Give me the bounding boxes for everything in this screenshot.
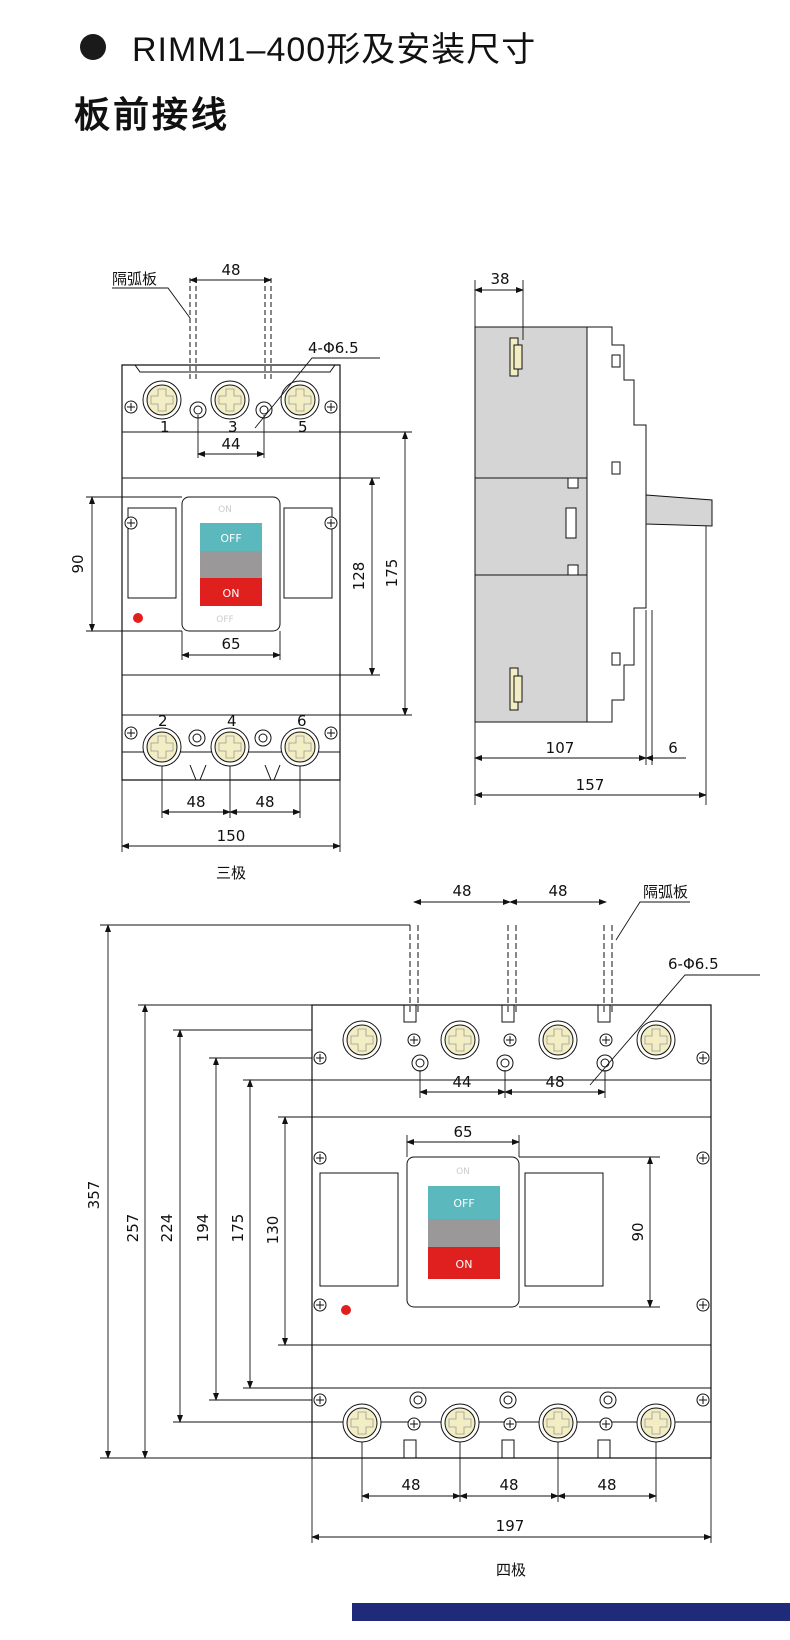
subtitle: 板前接线 [74, 95, 231, 136]
dim4-handle-height: 90 [629, 1222, 647, 1241]
dim4-h257: 257 [124, 1214, 142, 1243]
dim-handle-width: 65 [221, 635, 240, 653]
three-pole-view [121, 278, 341, 781]
dim4-h130: 130 [264, 1216, 282, 1245]
terminal-label-5: 5 [298, 418, 308, 436]
three-pole-dim-labels: 48 44 90 128 175 65 48 48 150 隔弧板 4-Φ6.5… [69, 261, 401, 882]
four-pole-caption: 四极 [496, 1561, 526, 1579]
handle-off-label: OFF [220, 532, 241, 545]
dim4-h357: 357 [85, 1181, 103, 1210]
dim-top-pitch: 48 [221, 261, 240, 279]
terminal-label-3: 3 [228, 418, 238, 436]
dim4-hole-pitch-1: 44 [452, 1073, 471, 1091]
hole-spec-label: 4-Φ6.5 [308, 339, 359, 357]
title: RIMM1–400形及安装尺寸 [80, 22, 536, 71]
dim4-hole-pitch-2: 48 [545, 1073, 564, 1091]
handle-small-on: ON [218, 505, 232, 515]
three-pole-terminal-labels: 1 3 5 2 4 6 [158, 418, 308, 730]
dim4-top-pitch-2: 48 [548, 882, 567, 900]
four-pole-dims [100, 899, 760, 1543]
title-text: RIMM1–400形及安装尺寸 [132, 31, 537, 69]
four-pole-view [311, 925, 712, 1459]
dim-body-depth: 107 [546, 739, 575, 757]
four-pole-dim-labels: 48 48 44 48 65 90 357 257 224 194 175 13… [85, 882, 719, 1579]
four-pole-handle: ON OFF ON [341, 1167, 500, 1315]
dim-top-depth: 38 [490, 270, 509, 288]
three-pole-handle: ON OFF ON OFF [133, 505, 262, 625]
dim4-h194: 194 [194, 1214, 212, 1243]
three-pole-caption: 三极 [216, 864, 246, 882]
accent-bar [352, 1603, 790, 1621]
dim4-top-pitch-1: 48 [452, 882, 471, 900]
dim-hole-pitch: 44 [221, 435, 240, 453]
side-view-dims [474, 280, 707, 805]
dim4-handle-width: 65 [453, 1123, 472, 1141]
side-view [474, 326, 713, 723]
dim-bottom-pitch-2: 48 [255, 793, 274, 811]
dim4-bottom-pitch-1: 48 [401, 1476, 420, 1494]
dim-total-depth: 157 [576, 776, 605, 794]
dim4-bottom-pitch-3: 48 [597, 1476, 616, 1494]
terminal-label-1: 1 [160, 418, 170, 436]
dim-bottom-pitch-1: 48 [186, 793, 205, 811]
dim4-h175: 175 [229, 1214, 247, 1243]
dim-outer-height: 175 [383, 559, 401, 588]
dim-handle-height: 90 [69, 554, 87, 573]
handle4-on-label: ON [456, 1258, 473, 1271]
dim-handle-depth: 6 [668, 739, 678, 757]
terminal-label-4: 4 [227, 712, 237, 730]
three-pole-dims [86, 277, 412, 852]
handle-small-off: OFF [216, 615, 233, 625]
dim4-bottom-pitch-2: 48 [499, 1476, 518, 1494]
bullet-icon [80, 33, 106, 60]
side-view-dim-labels: 38 107 6 157 [490, 270, 677, 794]
handle4-small-on: ON [456, 1167, 470, 1177]
arc-plate-label: 隔弧板 [112, 270, 157, 288]
dim-inner-height: 128 [350, 562, 368, 591]
indicator4-icon [341, 1305, 351, 1315]
dim4-h224: 224 [158, 1214, 176, 1243]
dim4-width: 197 [496, 1517, 525, 1535]
handle-on-label: ON [223, 587, 240, 600]
indicator-icon [133, 613, 143, 623]
hole-spec4-label: 6-Φ6.5 [668, 955, 719, 973]
dim-width: 150 [217, 827, 246, 845]
terminal-label-6: 6 [297, 712, 307, 730]
terminal-label-2: 2 [158, 712, 168, 730]
handle4-off-label: OFF [453, 1197, 474, 1210]
arc-plate4-label: 隔弧板 [643, 883, 688, 901]
